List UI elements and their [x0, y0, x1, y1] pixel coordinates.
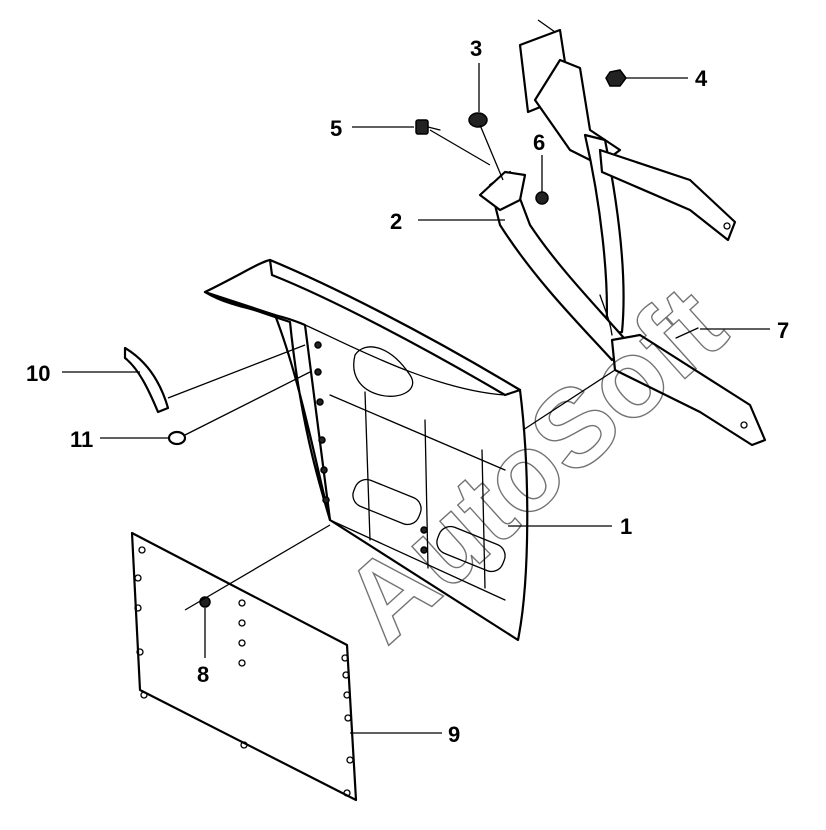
callout-7: 7: [700, 318, 789, 343]
svg-text:6: 6: [533, 130, 545, 155]
cap: [167, 430, 187, 446]
bolt-long: [415, 119, 441, 135]
callout-4: 4: [626, 66, 708, 91]
assembly-guides: [167, 19, 616, 611]
nut: [605, 69, 627, 87]
svg-text:2: 2: [390, 209, 402, 234]
callout-10: 10: [26, 361, 140, 386]
bracket-frame: [478, 28, 767, 447]
svg-text:10: 10: [26, 361, 50, 386]
callout-11: 11: [70, 427, 168, 452]
svg-text:1: 1: [620, 514, 632, 539]
callout-1: 1: [508, 514, 632, 539]
svg-text:11: 11: [70, 427, 93, 452]
mount-strip: [123, 346, 170, 414]
callout-9: 9: [350, 722, 460, 747]
svg-text:7: 7: [777, 318, 789, 343]
callout-5: 5: [330, 116, 414, 141]
knob: [468, 112, 488, 128]
washer: [535, 191, 549, 205]
svg-text:4: 4: [695, 66, 708, 91]
callout-8: 8: [197, 608, 209, 687]
fender-housing: [203, 258, 529, 642]
svg-text:5: 5: [330, 116, 342, 141]
callout-6: 6: [533, 130, 545, 192]
callout-2: 2: [390, 209, 505, 234]
svg-text:9: 9: [448, 722, 460, 747]
svg-text:3: 3: [470, 36, 482, 61]
pin: [675, 327, 699, 339]
base-plate: [130, 531, 358, 802]
callout-3: 3: [470, 36, 482, 112]
svg-text:8: 8: [197, 662, 209, 687]
